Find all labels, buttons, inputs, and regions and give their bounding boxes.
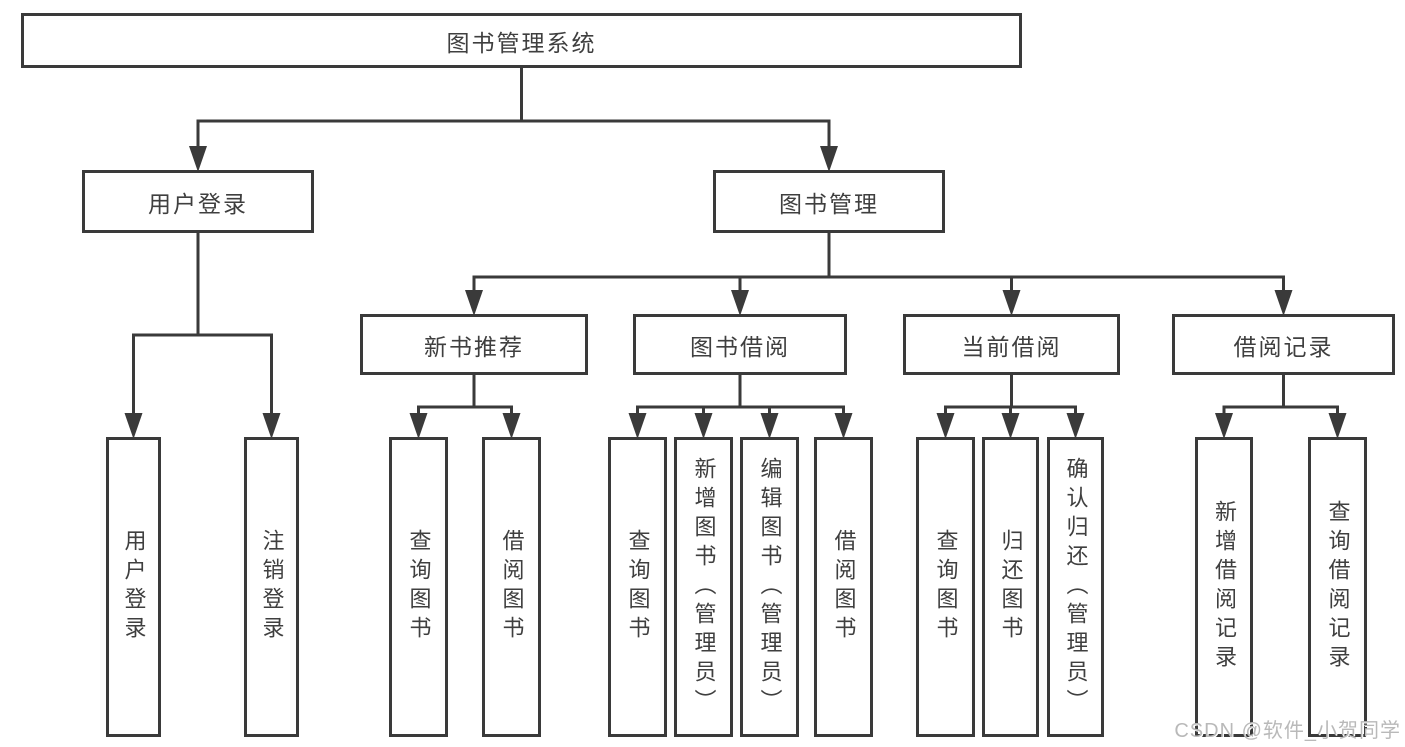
node-br-add: 新增借阅记录	[1195, 437, 1253, 737]
arrowhead-icon	[731, 290, 749, 316]
arrowhead-icon	[1328, 413, 1347, 439]
node-bb-borrow: 借阅图书	[814, 437, 873, 737]
arrowhead-icon	[760, 413, 779, 439]
arrowhead-icon	[1274, 290, 1293, 316]
node-cb-confirm: 确认归还（管理员）	[1047, 437, 1104, 737]
arrowhead-icon	[936, 413, 955, 439]
arrowhead-icon	[409, 413, 428, 439]
node-book-mgmt: 图书管理	[713, 170, 945, 233]
node-cb-query: 查询图书	[916, 437, 975, 737]
csdn-watermark: CSDN @软件_小贺同学	[1174, 720, 1401, 742]
arrowhead-icon	[820, 146, 838, 172]
node-bb-edit: 编辑图书（管理员）	[740, 437, 799, 737]
node-ul-login: 用户登录	[106, 437, 161, 737]
node-cb-return: 归还图书	[982, 437, 1039, 737]
node-book-borrow: 图书借阅	[633, 314, 847, 375]
arrowhead-icon	[694, 413, 713, 439]
arrowhead-icon	[262, 413, 281, 439]
node-br-query: 查询借阅记录	[1308, 437, 1367, 737]
node-ul-logout: 注销登录	[244, 437, 299, 737]
node-new-book-rec: 新书推荐	[360, 314, 588, 375]
arrowhead-icon	[628, 413, 647, 439]
node-borrow-record: 借阅记录	[1172, 314, 1395, 375]
node-nbr-borrow: 借阅图书	[482, 437, 541, 737]
arrowhead-icon	[1001, 413, 1020, 439]
arrowhead-icon	[502, 413, 521, 439]
node-user-login: 用户登录	[82, 170, 314, 233]
node-bb-query: 查询图书	[608, 437, 667, 737]
arrowhead-icon	[189, 146, 207, 172]
node-current-borrow: 当前借阅	[903, 314, 1120, 375]
arrowhead-icon	[1066, 413, 1085, 439]
arrowhead-icon	[1215, 413, 1233, 439]
arrowhead-icon	[465, 290, 483, 316]
node-nbr-query: 查询图书	[389, 437, 448, 737]
arrowhead-icon	[834, 413, 853, 439]
node-root: 图书管理系统	[21, 13, 1022, 68]
arrowhead-icon	[1002, 290, 1021, 316]
node-bb-add: 新增图书（管理员）	[674, 437, 733, 737]
arrowhead-icon	[124, 413, 143, 439]
